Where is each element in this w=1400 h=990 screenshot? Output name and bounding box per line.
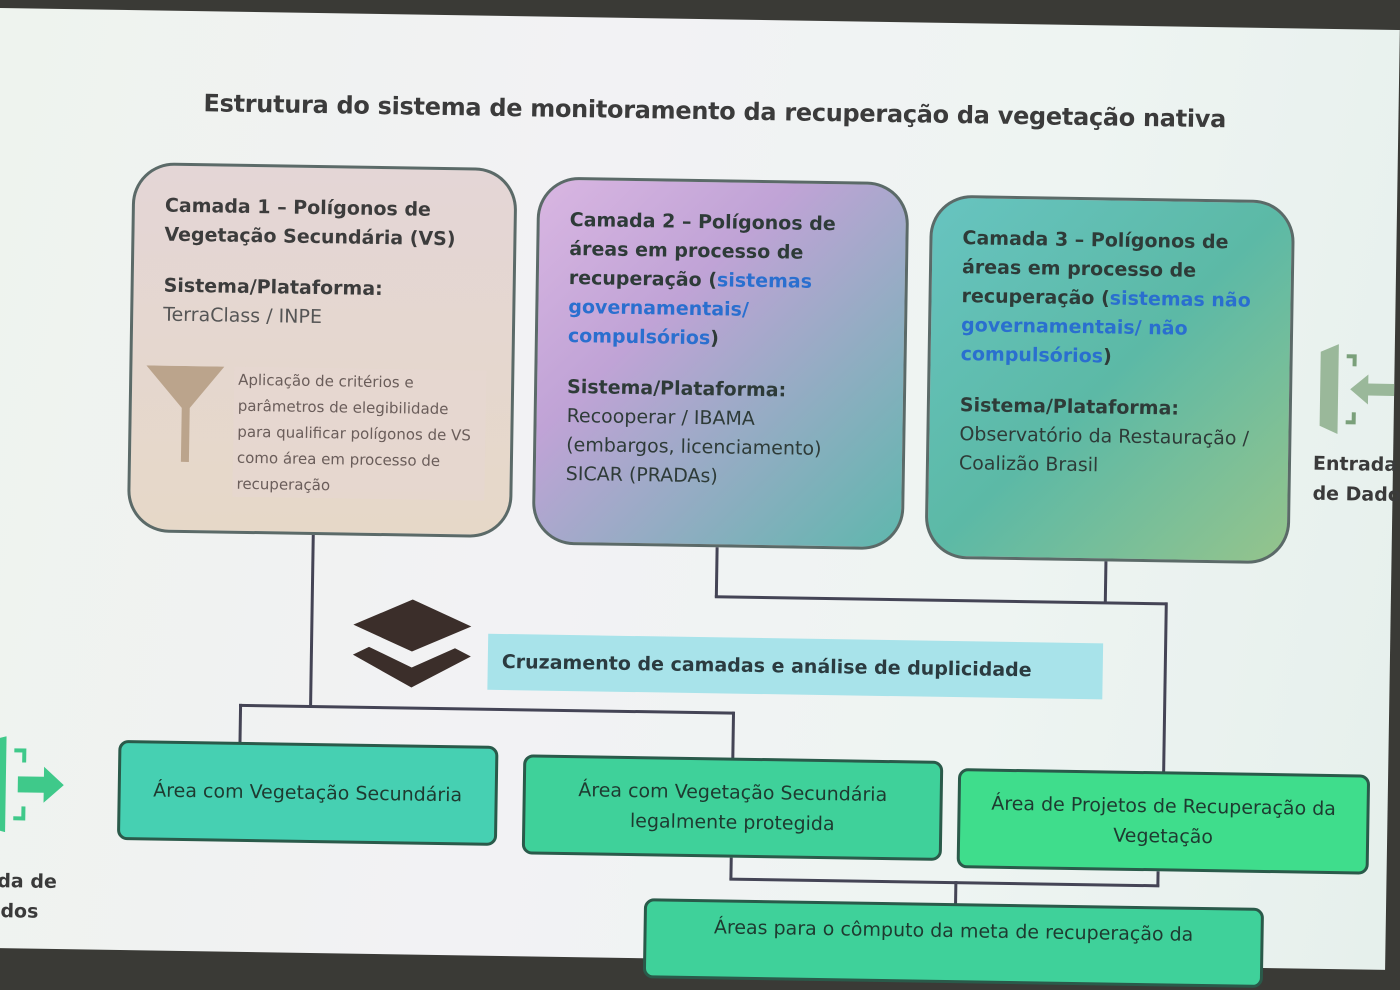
layer-3-system-value: Observatório da Restauração / Coalizão B…: [958, 423, 1250, 477]
data-exit-label: Saída de Dados: [0, 869, 57, 923]
connector: [309, 534, 315, 707]
layer-1-box: Camada 1 – Polígonos de Vegetação Secund…: [126, 162, 518, 539]
connector: [731, 711, 736, 760]
layer-2-system-line: SICAR (PRADAs): [565, 462, 718, 488]
output-recovery-projects: Área de Projetos de Recuperação da Veget…: [956, 768, 1371, 875]
connector: [729, 857, 733, 880]
funnel-icon: [146, 365, 225, 463]
connector: [1162, 602, 1168, 773]
output-secondary-vegetation: Área com Vegetação Secundária: [116, 739, 499, 846]
data-entry-icon: [1319, 344, 1395, 435]
layer-1-filter-note: Aplicação de critérios e parâmetros de e…: [232, 366, 487, 501]
connector: [954, 881, 958, 906]
layer-3-box: Camada 3 – Polígonos de áreas em process…: [924, 194, 1296, 565]
connector: [714, 547, 719, 598]
connector: [714, 595, 1167, 606]
connector: [729, 877, 1160, 888]
layer-3-system-label: Sistema/Plataforma:: [959, 394, 1180, 420]
layer-1-heading: Camada 1 – Polígonos de Vegetação Secund…: [164, 194, 456, 251]
data-exit-icon: [0, 736, 64, 833]
connector: [238, 703, 243, 744]
crossing-analysis-bar: Cruzamento de camadas e análise de dupli…: [487, 633, 1104, 700]
data-entry-label: Entrada de Dados: [1312, 452, 1400, 507]
layer-1-system-value: TerraClass / INPE: [163, 303, 323, 329]
slide-title: Estrutura do sistema de monitoramento da…: [203, 89, 1227, 134]
output-goal-areas: Áreas para o cômputo da meta de recupera…: [642, 898, 1265, 988]
slide: Estrutura do sistema de monitoramento da…: [0, 8, 1400, 988]
layers-icon: [352, 599, 472, 688]
layer-3-heading: Camada 3 – Polígonos de áreas em process…: [960, 227, 1251, 368]
layer-2-heading: Camada 2 – Polígonos de áreas em process…: [567, 208, 836, 350]
connector: [239, 703, 735, 715]
connector: [1103, 561, 1108, 604]
layer-2-box: Camada 2 – Polígonos de áreas em process…: [531, 176, 910, 551]
connector: [1156, 871, 1160, 887]
output-protected-secondary-vegetation: Área com Vegetação Secundária legalmente…: [521, 754, 944, 861]
